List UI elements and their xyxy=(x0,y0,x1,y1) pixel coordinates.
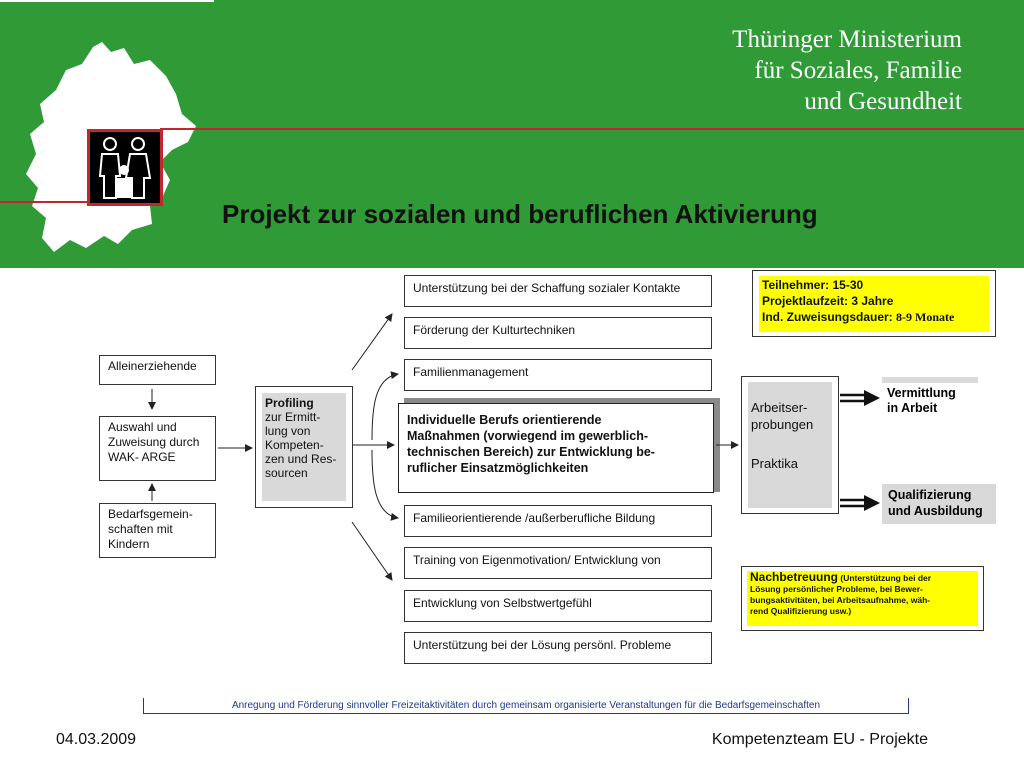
ministry-line-1: Thüringer Ministerium xyxy=(732,26,962,53)
central-line-1: Individuelle Berufs orientierende xyxy=(407,413,602,427)
central-line-3: technischen Bereich) zur Entwicklung be- xyxy=(407,445,655,459)
profiling-line-5: sourcen xyxy=(265,466,308,480)
ministry-name: Thüringer Ministerium für Soziales, Fami… xyxy=(732,24,962,117)
box-profiling: Profiling zur Ermitt- lung von Kompeten-… xyxy=(255,386,353,508)
info-box-highlight xyxy=(759,276,989,332)
arrow-curve-up xyxy=(371,371,399,441)
measure-text-6: Entwicklung von Selbstwertgefühl xyxy=(413,596,592,610)
measure-selbstwertgefuehl: Entwicklung von Selbstwertgefühl xyxy=(404,590,712,622)
central-measure-box: Individuelle Berufs orientierende Maßnah… xyxy=(398,403,714,493)
measure-persoenliche-probleme: Unterstützung bei der Lösung persönl. Pr… xyxy=(404,632,712,664)
info-teilnehmer-value: 15-30 xyxy=(832,278,864,292)
bedarf-line-3: Kindern xyxy=(108,537,150,551)
arrow-curve-down xyxy=(371,449,399,521)
box-bedarfsgemeinschaften: Bedarfsgemein- schaften mit Kindern xyxy=(99,503,216,558)
central-line-4: ruflicher Einsatzmöglichkeiten xyxy=(407,461,589,475)
profiling-shade xyxy=(262,393,346,501)
header-top-line xyxy=(0,0,214,2)
placement-line-3: Praktika xyxy=(751,456,798,471)
bottom-note: Anregung und Förderung sinnvoller Freize… xyxy=(143,698,909,714)
ministry-line-3: und Gesundheit xyxy=(804,88,962,115)
ministry-line-2: für Soziales, Familie xyxy=(754,57,962,84)
footer-project: Kompetenzteam EU - Projekte xyxy=(711,731,928,748)
info-teilnehmer-label: Teilnehmer: xyxy=(762,278,830,292)
info-dauer-value: 8-9 Monate xyxy=(896,310,955,324)
auswahl-line-1: Auswahl und xyxy=(108,420,177,434)
arrow-to-vermittlung-head xyxy=(864,390,880,406)
alleinerziehende-label: Alleinerziehende xyxy=(108,359,197,373)
qualifizierung-line-2: und Ausbildung xyxy=(888,504,983,518)
auswahl-line-2: Zuweisung durch xyxy=(108,435,200,449)
info-dauer-label: Ind. Zuweisungsdauer: xyxy=(762,310,893,324)
central-line-2: Maßnahmen (vorwiegend im gewerblich- xyxy=(407,429,649,443)
nachbetreuung-line-4: rend Qualifizierung usw.) xyxy=(750,606,852,616)
nachbetreuung-title: Nachbetreuung xyxy=(750,570,839,584)
profiling-line-3: Kompeten- xyxy=(265,438,324,452)
box-auswahl-zuweisung: Auswahl und Zuweisung durch WAK- ARGE xyxy=(99,416,216,481)
profiling-line-1: zur Ermitt- xyxy=(265,410,321,424)
box-alleinerziehende: Alleinerziehende xyxy=(99,355,216,385)
slide-title: Projekt zur sozialen und beruflichen Akt… xyxy=(222,199,818,229)
nachbetreuung-highlight xyxy=(747,571,978,626)
measure-eigenmotivation: Training von Eigenmotivation/ Entwicklun… xyxy=(404,547,712,579)
outcome-qualifizierung: Qualifizierung und Ausbildung xyxy=(882,484,996,524)
measure-text-4: Familieorientierende /außerberufliche Bi… xyxy=(413,511,656,525)
measure-text-1: Unterstützung bei der Schaffung sozialer… xyxy=(413,281,681,295)
info-laufzeit-value: 3 Jahre xyxy=(851,294,894,308)
footer-date: 04.03.2009 xyxy=(56,731,137,748)
measure-soziale-kontakte: Unterstützung bei der Schaffung sozialer… xyxy=(404,275,712,307)
bedarf-line-1: Bedarfsgemein- xyxy=(108,507,193,521)
auswahl-line-3: WAK- ARGE xyxy=(108,450,176,464)
arbeitserprobungen-shade xyxy=(748,382,832,508)
bedarf-line-2: schaften mit xyxy=(108,522,173,536)
qualifizierung-line-1: Qualifizierung xyxy=(888,488,972,502)
profiling-line-4: zen und Res- xyxy=(265,452,337,466)
measure-text-2: Förderung der Kulturtechniken xyxy=(413,323,576,337)
nachbetreuung-line-2: Lösung persönlicher Probleme, bei Bewer- xyxy=(750,584,923,594)
nachbetreuung-line-3: bungsaktivitäten, bei Arbeitsaufnahme, w… xyxy=(750,595,931,605)
info-laufzeit-label: Projektlaufzeit: xyxy=(762,294,849,308)
placement-line-2: probungen xyxy=(751,417,814,432)
bottom-note-text: Anregung und Förderung sinnvoller Freize… xyxy=(231,700,821,711)
box-nachbetreuung: Nachbetreuung (Unterstützung bei der Lös… xyxy=(741,566,984,631)
nachbetreuung-line-1: (Unterstützung bei der xyxy=(840,573,932,583)
family-figures-icon xyxy=(98,137,152,199)
profiling-title: Profiling xyxy=(265,396,314,410)
measure-kulturtechniken: Förderung der Kulturtechniken xyxy=(404,317,712,349)
vermittlung-line-2: in Arbeit xyxy=(887,401,938,415)
arrow-diag-down xyxy=(351,521,393,581)
measure-text-3: Familienmanagement xyxy=(413,365,529,379)
info-box: Teilnehmer: 15-30 Projektlaufzeit: 3 Jah… xyxy=(752,270,996,337)
profiling-line-2: lung von xyxy=(265,424,311,438)
arrow-to-qualifizierung-head xyxy=(864,495,880,511)
arrow-diag-up xyxy=(351,313,393,371)
measure-text-5: Training von Eigenmotivation/ Entwicklun… xyxy=(413,553,661,567)
vermittlung-line-1: Vermittlung xyxy=(887,386,956,400)
header-red-line-bottom xyxy=(0,201,88,203)
outcome-vermittlung: Vermittlung in Arbeit xyxy=(882,377,978,417)
box-arbeitserprobungen: Arbeitser- probungen Praktika xyxy=(741,376,839,514)
measure-familienorientierende-bildung: Familieorientierende /außerberufliche Bi… xyxy=(404,505,712,537)
placement-line-1: Arbeitser- xyxy=(751,400,808,415)
family-logo xyxy=(87,129,163,206)
header-red-line-top xyxy=(160,128,1024,130)
measure-text-7: Unterstützung bei der Lösung persönl. Pr… xyxy=(413,638,672,652)
measure-familienmanagement: Familienmanagement xyxy=(404,359,712,391)
